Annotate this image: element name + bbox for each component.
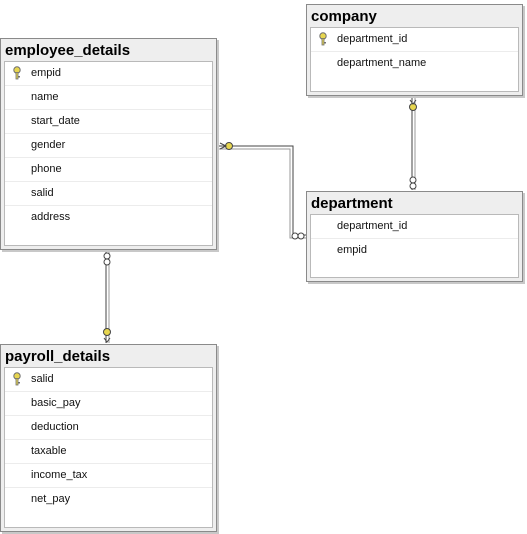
infinity-end-icon bbox=[103, 252, 111, 266]
key-end-icon bbox=[103, 328, 111, 336]
column-name: gender bbox=[31, 139, 66, 151]
table-title: company bbox=[311, 8, 377, 25]
column-row[interactable]: department_id bbox=[311, 28, 518, 52]
infinity-end-icon bbox=[291, 232, 305, 240]
column-row[interactable]: empid bbox=[5, 62, 212, 86]
table-company[interactable]: company department_id department_name bbox=[306, 4, 523, 96]
column-name: name bbox=[31, 91, 59, 103]
column-list: department_id department_name bbox=[310, 27, 519, 92]
column-row[interactable]: basic_pay bbox=[5, 392, 212, 416]
infinity-end-icon bbox=[409, 176, 417, 190]
column-name: salid bbox=[31, 373, 54, 385]
column-name: department_name bbox=[337, 57, 427, 69]
column-row[interactable]: start_date bbox=[5, 110, 212, 134]
column-row[interactable]: department_name bbox=[311, 52, 518, 75]
table-payroll-details[interactable]: payroll_details salid basic_pay deductio… bbox=[0, 344, 217, 532]
column-row[interactable]: empid bbox=[311, 239, 518, 262]
column-name: empid bbox=[31, 67, 61, 79]
table-title: department bbox=[311, 195, 393, 212]
relationship-company-department[interactable] bbox=[409, 96, 417, 190]
column-row[interactable]: address bbox=[5, 206, 212, 229]
column-row[interactable]: salid bbox=[5, 182, 212, 206]
key-icon bbox=[13, 66, 21, 80]
table-department[interactable]: department department_id empid bbox=[306, 191, 523, 282]
key-icon bbox=[319, 32, 327, 46]
column-name: phone bbox=[31, 163, 62, 175]
column-name: salid bbox=[31, 187, 54, 199]
column-row[interactable]: taxable bbox=[5, 440, 212, 464]
column-name: net_pay bbox=[31, 493, 71, 505]
column-list: salid basic_pay deduction taxable income… bbox=[4, 367, 213, 528]
column-row[interactable]: phone bbox=[5, 158, 212, 182]
column-name: basic_pay bbox=[31, 397, 81, 409]
column-name: department_id bbox=[337, 33, 408, 45]
relationship-employee-department[interactable] bbox=[217, 142, 306, 240]
relationship-employee-payroll[interactable] bbox=[103, 250, 111, 343]
table-title: employee_details bbox=[5, 42, 131, 59]
column-name: deduction bbox=[31, 421, 79, 433]
table-title: payroll_details bbox=[5, 348, 111, 365]
key-icon bbox=[13, 372, 21, 386]
column-row[interactable]: name bbox=[5, 86, 212, 110]
column-list: department_id empid bbox=[310, 214, 519, 278]
column-row[interactable]: net_pay bbox=[5, 488, 212, 511]
column-row[interactable]: department_id bbox=[311, 215, 518, 239]
column-name: department_id bbox=[337, 220, 408, 232]
column-name: address bbox=[31, 211, 71, 223]
column-name: empid bbox=[337, 244, 367, 256]
column-row[interactable]: salid bbox=[5, 368, 212, 392]
column-row[interactable]: gender bbox=[5, 134, 212, 158]
column-list: empid name start_date gender phone salid… bbox=[4, 61, 213, 246]
table-employee-details[interactable]: employee_details empid name start_date g… bbox=[0, 38, 217, 250]
column-name: taxable bbox=[31, 445, 67, 457]
column-name: start_date bbox=[31, 115, 80, 127]
column-row[interactable]: deduction bbox=[5, 416, 212, 440]
column-row[interactable]: income_tax bbox=[5, 464, 212, 488]
column-name: income_tax bbox=[31, 469, 88, 481]
